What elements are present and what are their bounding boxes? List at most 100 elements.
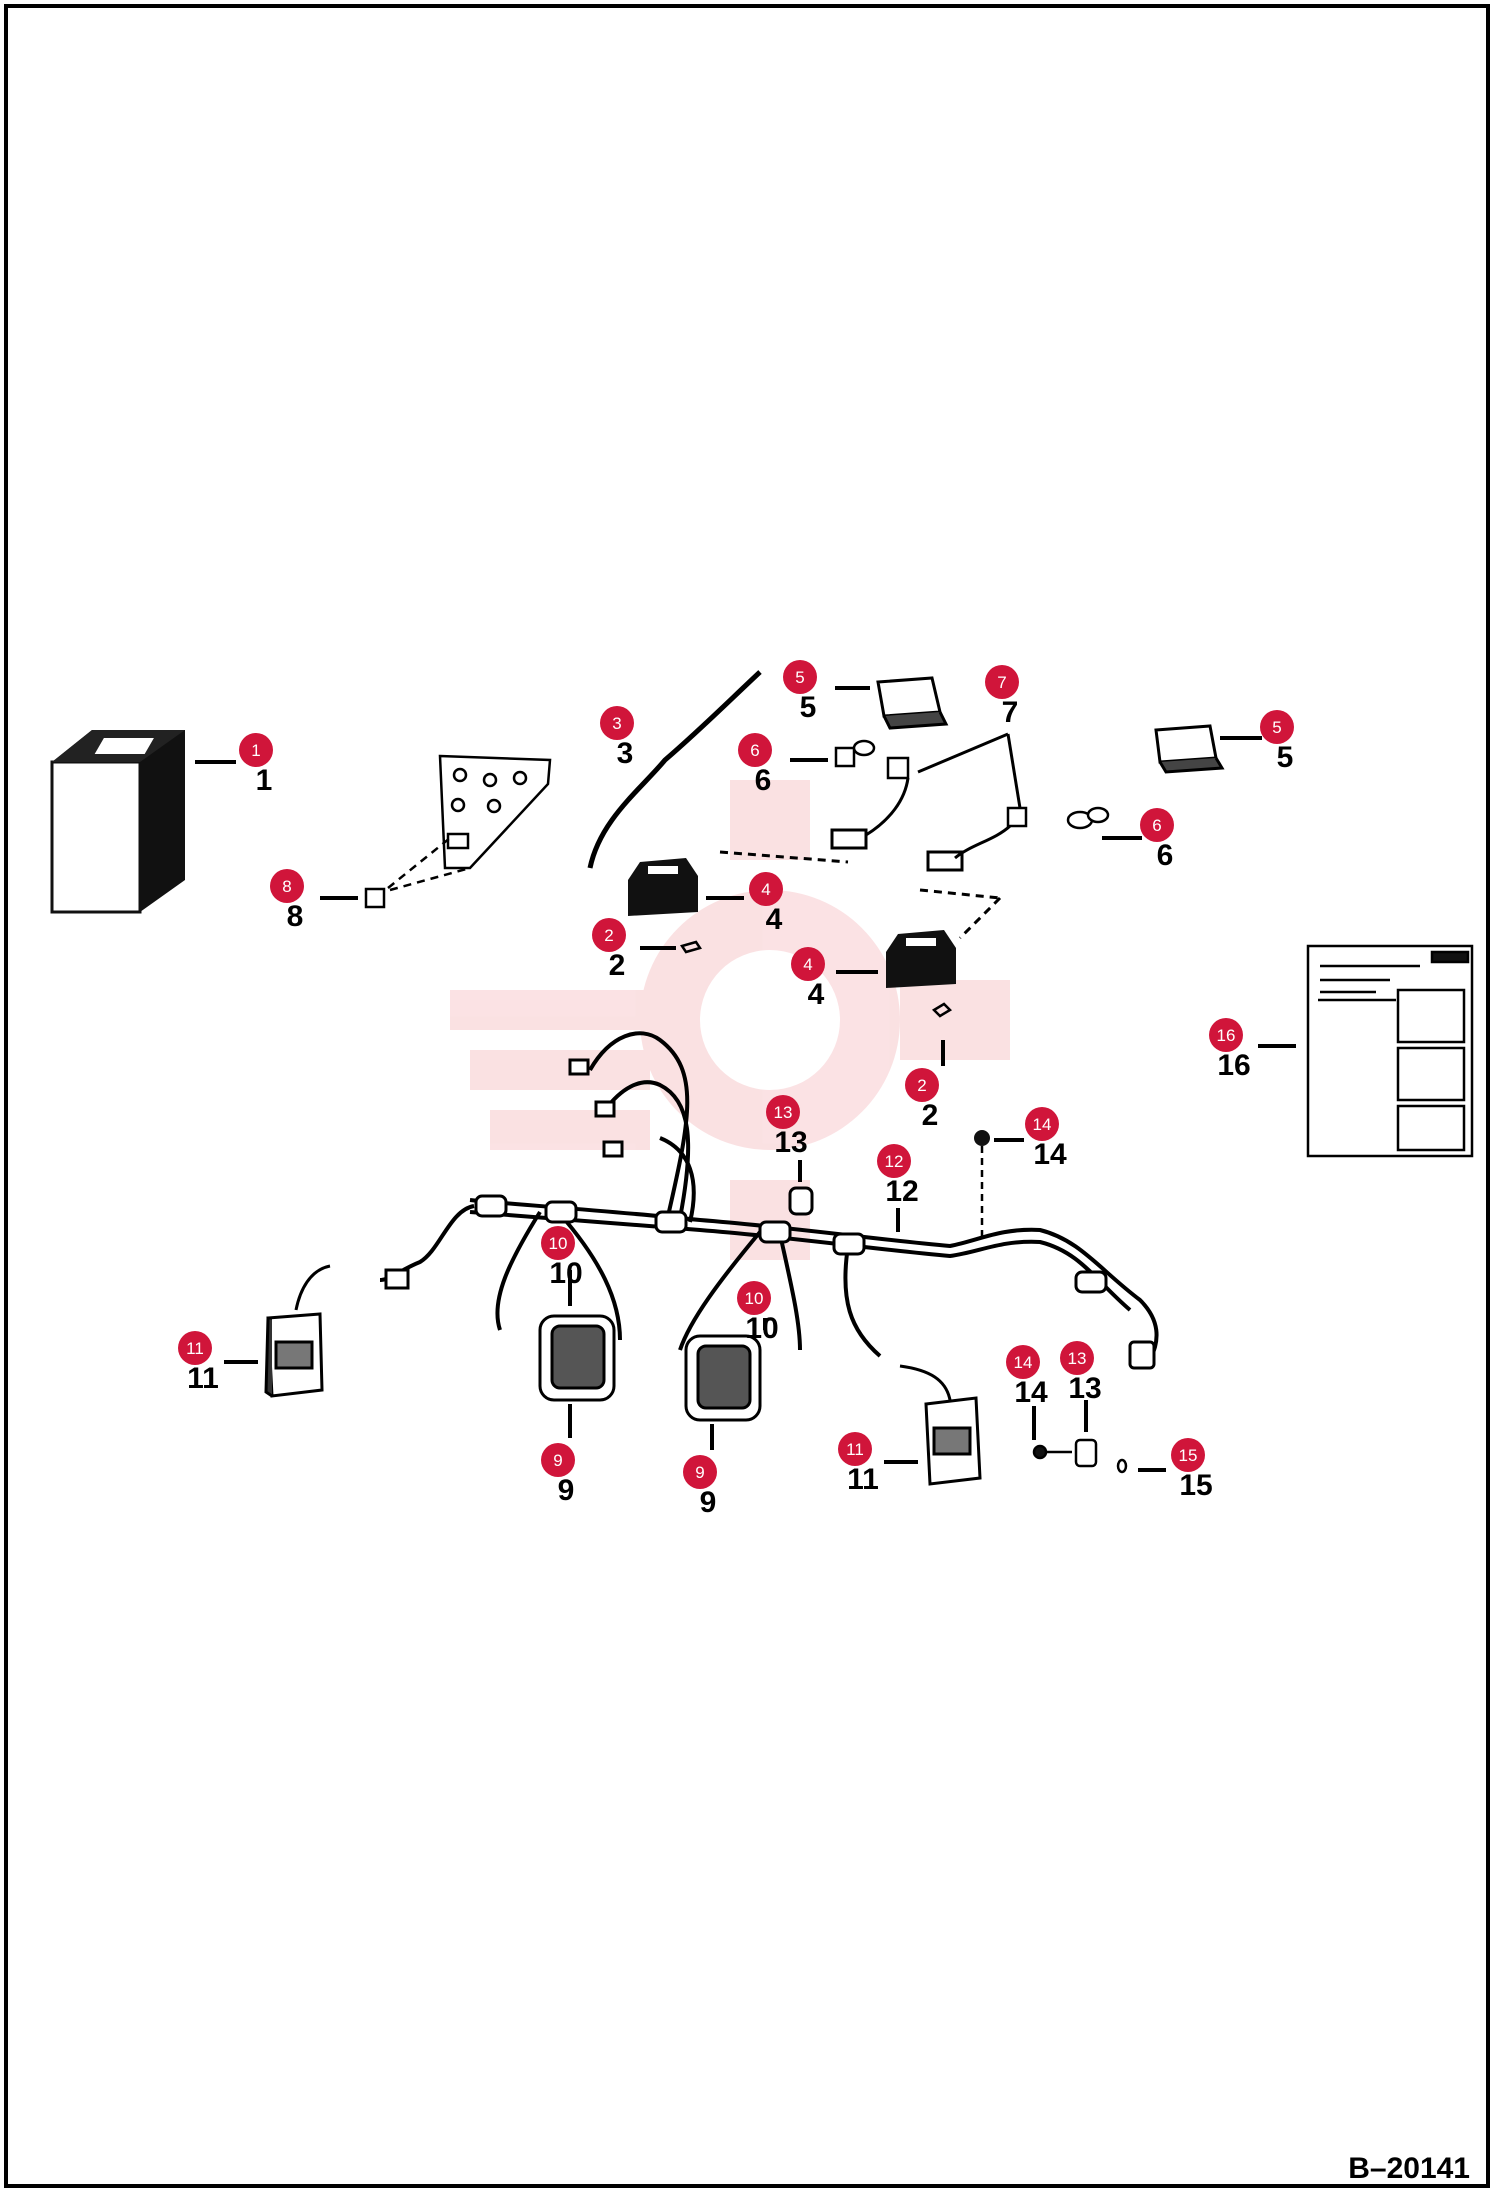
callout-marker [178, 1331, 212, 1365]
callout-label: 14 [1033, 1138, 1067, 1171]
callout-label: 2 [609, 949, 626, 982]
nut-lower [931, 1002, 953, 1018]
mounting-bracket [387, 754, 552, 892]
watermark-logo [450, 780, 1010, 1260]
callout-label: 8 [287, 900, 304, 933]
switch-upper [628, 858, 698, 916]
main-wire-harness [379, 1031, 1159, 1361]
callout-9-13: 99 [683, 1455, 717, 1519]
callout-marker [600, 706, 634, 740]
callout-label: 9 [700, 1486, 717, 1519]
callout-marker-number: 2 [917, 1076, 926, 1095]
callout-label: 13 [1068, 1372, 1101, 1405]
callout-marker [1006, 1345, 1040, 1379]
drawing-frame [4, 4, 1490, 2188]
grommet-upper [788, 1186, 814, 1216]
callout-marker-number: 9 [695, 1463, 704, 1482]
battery-part [50, 730, 185, 914]
callout-label: 9 [558, 1474, 575, 1507]
callout-marker-number: 5 [795, 668, 804, 687]
head-lamp-left [876, 676, 949, 730]
callout-marker-number: 15 [1179, 1446, 1198, 1465]
callout-8-11: 88 [270, 869, 304, 933]
callout-marker-number: 3 [612, 714, 621, 733]
head-lamp-right [1154, 724, 1225, 774]
callout-label: 1 [256, 764, 273, 797]
callout-marker-number: 9 [553, 1451, 562, 1470]
callout-label: 13 [774, 1126, 807, 1159]
callout-marker-number: 11 [186, 1339, 204, 1358]
callout-label: 3 [617, 737, 634, 770]
callout-marker-number: 6 [1152, 816, 1161, 835]
callout-label: 5 [1277, 741, 1294, 774]
operation-manual-sheet [1306, 944, 1474, 1158]
callout-marker-number: 13 [774, 1103, 793, 1122]
callout-marker [592, 918, 626, 952]
callout-label: 16 [1217, 1049, 1250, 1082]
callout-label: 12 [885, 1175, 918, 1208]
callout-marker [1209, 1018, 1243, 1052]
callout-marker [1025, 1107, 1059, 1141]
callout-marker-number: 4 [803, 955, 812, 974]
callout-marker [985, 665, 1019, 699]
callout-4-4: 44 [749, 872, 783, 936]
callout-marker-number: 10 [745, 1289, 764, 1308]
callout-marker-number: 8 [282, 877, 291, 896]
callout-marker [1171, 1438, 1205, 1472]
callout-marker-number: 14 [1033, 1115, 1052, 1134]
callout-marker [541, 1443, 575, 1477]
callout-marker [766, 1095, 800, 1129]
callout-marker-number: 11 [846, 1440, 864, 1459]
callout-label: 6 [755, 764, 772, 797]
callout-marker [877, 1144, 911, 1178]
callout-label: 11 [847, 1463, 879, 1496]
callout-9-12: 99 [541, 1443, 575, 1507]
callout-6-8: 66 [738, 733, 772, 797]
callout-label: 7 [1002, 696, 1019, 729]
callout-marker-number: 12 [885, 1152, 904, 1171]
clip-part [364, 887, 386, 909]
callout-markers: 1122223344445555666677889999101010101111… [178, 660, 1294, 1519]
callout-marker-number: 16 [1217, 1026, 1236, 1045]
callout-label: 10 [745, 1312, 778, 1345]
callout-label: 14 [1014, 1376, 1048, 1409]
callout-marker-number: 1 [251, 741, 260, 760]
callout-6-9: 66 [1140, 808, 1174, 872]
tail-light-right [899, 1364, 982, 1486]
callout-marker [683, 1455, 717, 1489]
callout-marker [1260, 710, 1294, 744]
callout-marker [1060, 1341, 1094, 1375]
lamp-harness [719, 732, 1022, 940]
callout-marker-number: 6 [750, 741, 759, 760]
callout-2-2: 22 [905, 1068, 939, 1132]
callout-marker [783, 660, 817, 694]
callout-marker [738, 733, 772, 767]
callout-label: 10 [549, 1257, 582, 1290]
callout-marker [737, 1281, 771, 1315]
callout-3-3: 33 [600, 706, 634, 770]
callout-7-10: 77 [985, 665, 1019, 729]
callout-marker-number: 10 [549, 1234, 568, 1253]
callout-5-7: 55 [1260, 710, 1294, 774]
callout-1-0: 11 [239, 733, 273, 797]
switch-lower [886, 930, 956, 988]
callout-marker [1140, 808, 1174, 842]
callout-5-6: 55 [783, 660, 817, 724]
callout-label: 4 [766, 903, 783, 936]
bulb-right [1006, 806, 1110, 830]
callout-2-1: 22 [592, 918, 626, 982]
callout-label: 15 [1179, 1469, 1212, 1502]
callout-marker [239, 733, 273, 767]
callout-marker-number: 2 [604, 926, 613, 945]
callout-marker-number: 13 [1068, 1349, 1087, 1368]
tail-light-left [264, 1264, 331, 1398]
